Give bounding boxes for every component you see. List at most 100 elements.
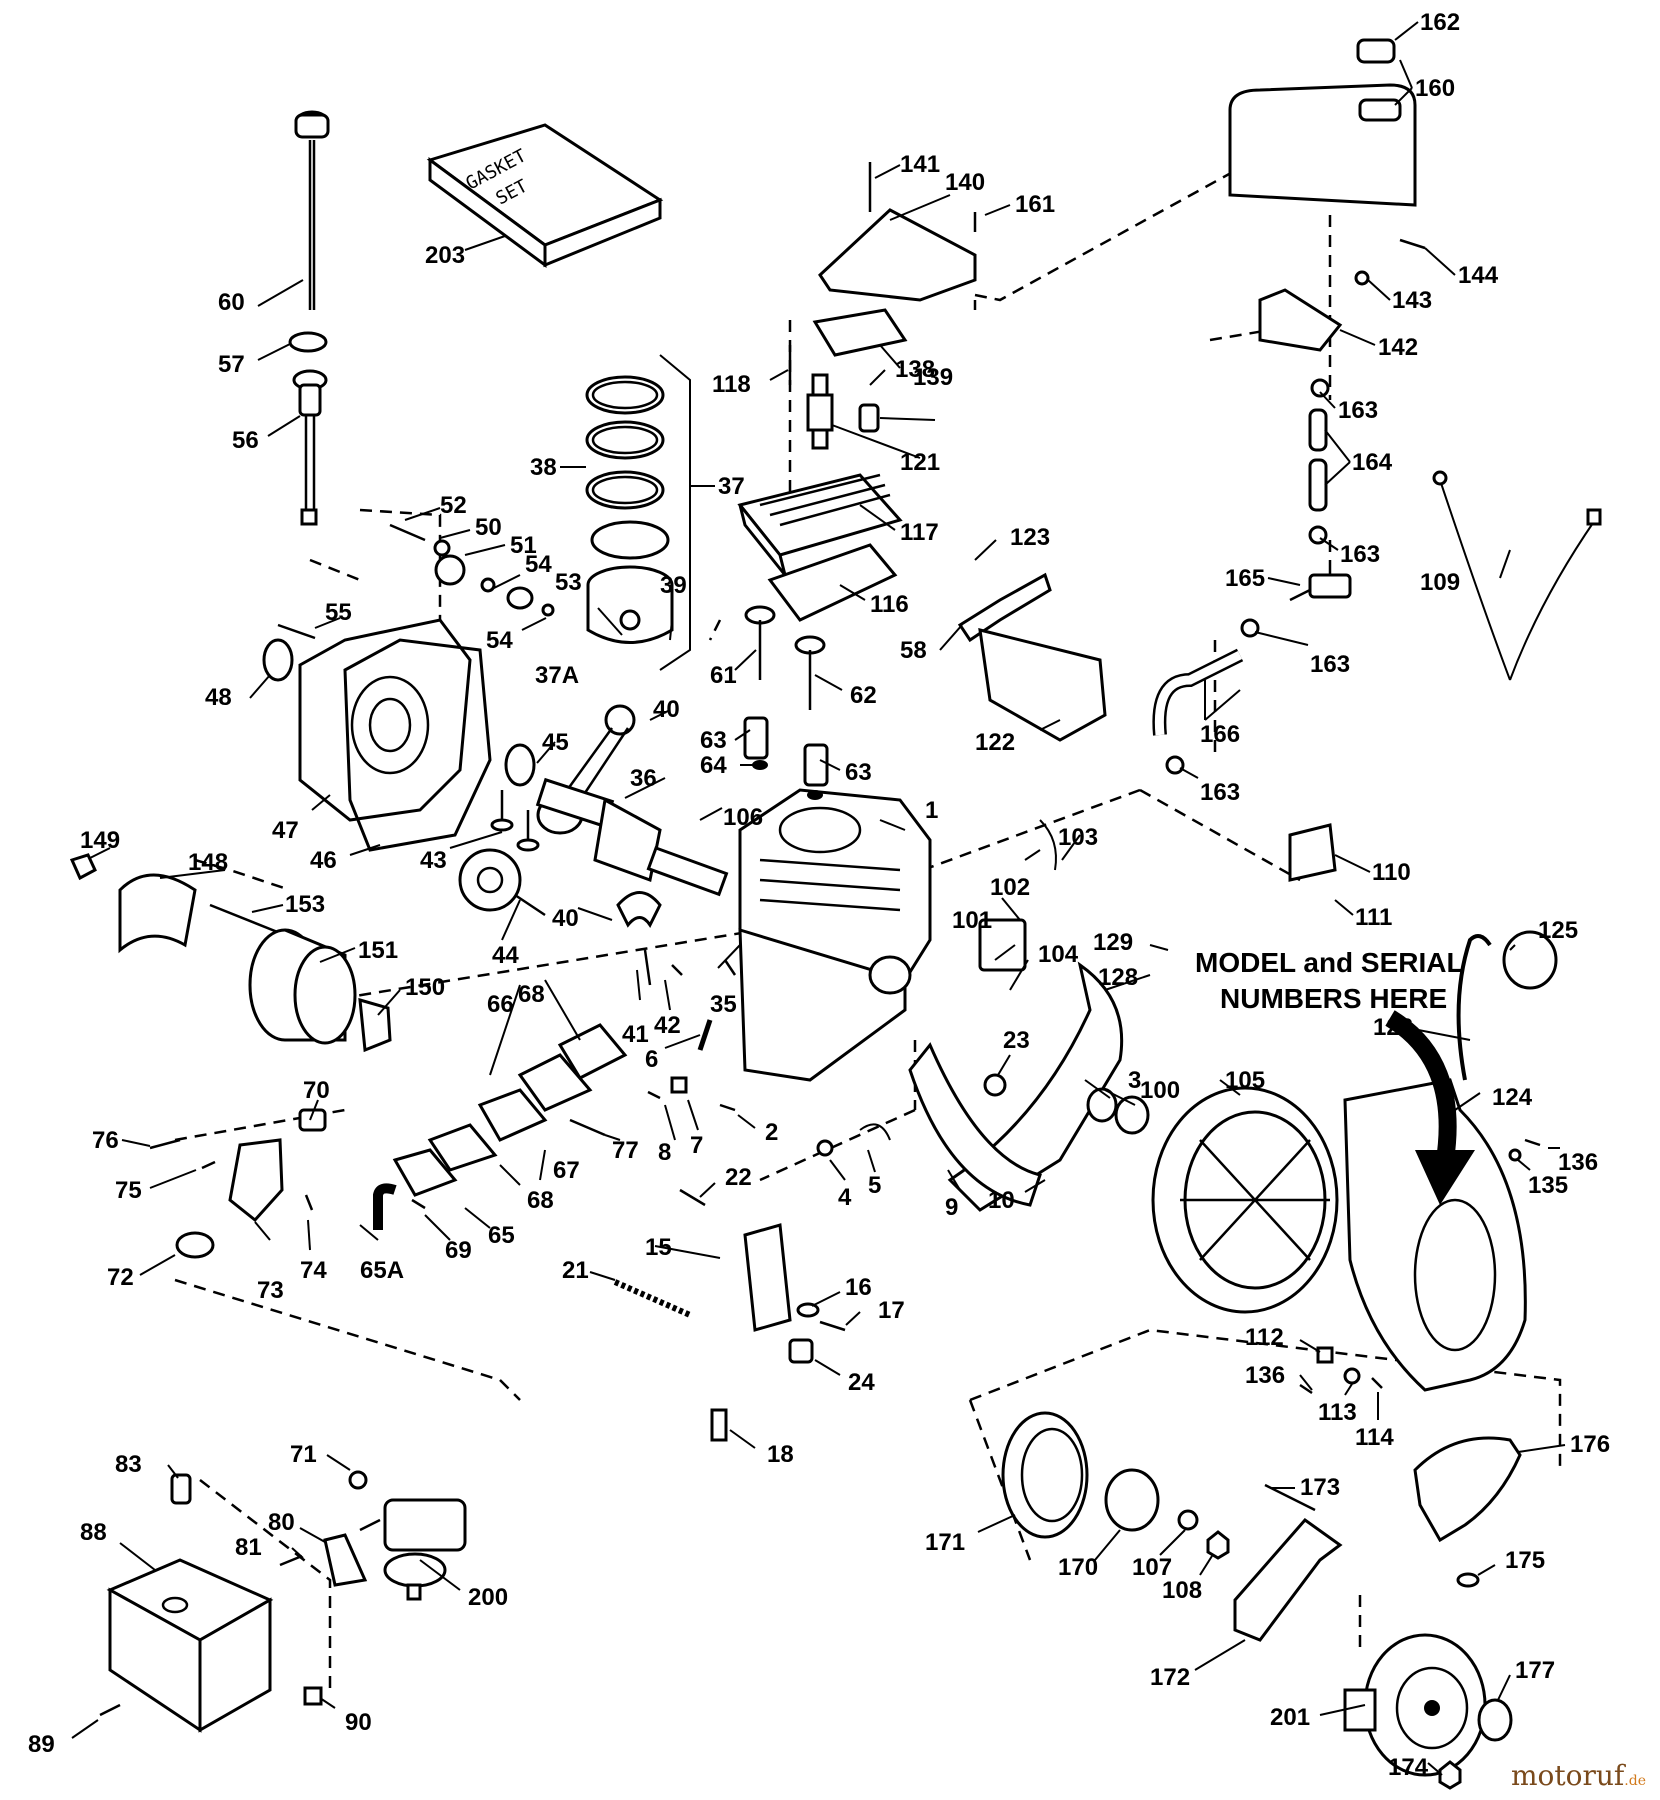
piston-rings	[585, 375, 670, 560]
callout-170: 170	[1058, 1554, 1098, 1581]
callout-24: 24	[848, 1369, 875, 1396]
callout-90: 90	[345, 1709, 372, 1736]
callout-56: 56	[232, 427, 259, 454]
insulator-65	[392, 1148, 458, 1197]
callout-121: 121	[900, 449, 940, 476]
starter-cup-171	[1001, 1411, 1089, 1539]
callout-54a: 54	[525, 551, 552, 578]
callout-162: 162	[1420, 9, 1460, 36]
crankcase-gasket	[343, 638, 492, 852]
bracket-58	[957, 572, 1052, 643]
callout-144: 144	[1458, 262, 1499, 289]
callout-135: 135	[1528, 1172, 1568, 1199]
valve-tappets	[490, 790, 540, 852]
callout-46: 46	[310, 847, 337, 874]
callout-173: 173	[1300, 1474, 1340, 1501]
bracket-80	[323, 1533, 368, 1587]
callout-109: 109	[1420, 569, 1460, 596]
baffle-shield-122	[978, 628, 1107, 742]
carburetor-200	[359, 1498, 467, 1601]
callout-63a: 63	[700, 727, 727, 754]
callout-200: 200	[468, 1584, 508, 1611]
gasket-68-lower	[427, 1123, 498, 1172]
crankcase-cover	[298, 618, 472, 822]
callout-123: 123	[1010, 524, 1050, 551]
callout-50: 50	[475, 514, 502, 541]
knob-24	[788, 1338, 814, 1364]
callout-23: 23	[1003, 1027, 1030, 1054]
callout-42: 42	[654, 1012, 681, 1039]
callout-148: 148	[188, 849, 228, 876]
watermark-suffix: .de	[1624, 1773, 1646, 1789]
fuel-tank	[1228, 83, 1417, 207]
link-5	[859, 1123, 891, 1141]
callout-150: 150	[405, 974, 445, 1001]
callout-60: 60	[218, 289, 245, 316]
callout-163b: 163	[1340, 541, 1380, 568]
screw-89	[99, 1703, 121, 1717]
callout-163c: 163	[1310, 651, 1350, 678]
callout-160: 160	[1415, 75, 1455, 102]
dipstick-tube	[292, 369, 328, 526]
callout-53: 53	[555, 569, 582, 596]
callout-101: 101	[952, 907, 992, 934]
callout-104: 104	[1038, 941, 1079, 968]
bracket-plate-140	[818, 208, 977, 302]
callout-9: 9	[945, 1194, 958, 1221]
washer-45	[504, 743, 536, 787]
notice-line-2: NUMBERS HERE	[1220, 983, 1447, 1014]
bracket-112	[1316, 1346, 1334, 1364]
callout-21: 21	[562, 1257, 589, 1284]
cylinder-block	[738, 788, 932, 1082]
hose-164-a	[1308, 408, 1328, 452]
callout-77: 77	[612, 1137, 639, 1164]
callout-2: 2	[765, 1119, 778, 1146]
callout-138: 138	[895, 356, 935, 383]
callout-112: 112	[1245, 1324, 1284, 1351]
callout-54b: 54	[486, 627, 513, 654]
gasket-68-upper	[557, 1023, 628, 1080]
callout-65: 65	[488, 1222, 515, 1249]
bracket-110	[1288, 823, 1337, 882]
callout-110: 110	[1372, 859, 1411, 886]
gasket-72	[175, 1231, 215, 1259]
callout-129: 129	[1093, 929, 1133, 956]
callout-3: 3	[1128, 1067, 1141, 1094]
callout-36: 36	[630, 765, 657, 792]
callout-47: 47	[272, 817, 299, 844]
callout-174: 174	[1388, 1754, 1429, 1781]
gasket-150	[358, 997, 392, 1053]
callout-88: 88	[80, 1519, 107, 1546]
starter-handle-176	[1413, 1436, 1522, 1543]
callout-161: 161	[1015, 191, 1055, 218]
spark-plug	[806, 373, 834, 450]
callout-75: 75	[115, 1177, 142, 1204]
callout-108: 108	[1162, 1577, 1202, 1604]
callout-201: 201	[1270, 1704, 1310, 1731]
callout-71: 71	[290, 1441, 317, 1468]
callout-37: 37	[718, 473, 745, 500]
ring-set-bracket	[659, 354, 691, 671]
notice-arrowhead	[1415, 1150, 1475, 1205]
callout-18: 18	[767, 1441, 794, 1468]
callout-111: 111	[1355, 904, 1392, 931]
clip-18	[710, 1408, 728, 1442]
callout-124: 124	[1492, 1084, 1533, 1111]
callout-165: 165	[1225, 565, 1265, 592]
callout-141: 141	[900, 151, 940, 178]
screw-81	[279, 1554, 303, 1567]
gasket-set-box: GASKET SET	[426, 123, 664, 268]
callout-62: 62	[850, 682, 877, 709]
callout-39: 39	[660, 572, 687, 599]
callout-45: 45	[542, 729, 569, 756]
gasket-66	[517, 1053, 593, 1112]
wire-harness	[1432, 470, 1602, 681]
callout-125: 125	[1538, 917, 1578, 944]
callout-6: 6	[645, 1046, 658, 1073]
callout-35: 35	[710, 991, 737, 1018]
nut-174	[1438, 1760, 1462, 1790]
callout-153: 153	[285, 891, 325, 918]
callout-100: 100	[1140, 1077, 1180, 1104]
screw-114	[1371, 1377, 1383, 1389]
callout-5: 5	[868, 1172, 881, 1199]
